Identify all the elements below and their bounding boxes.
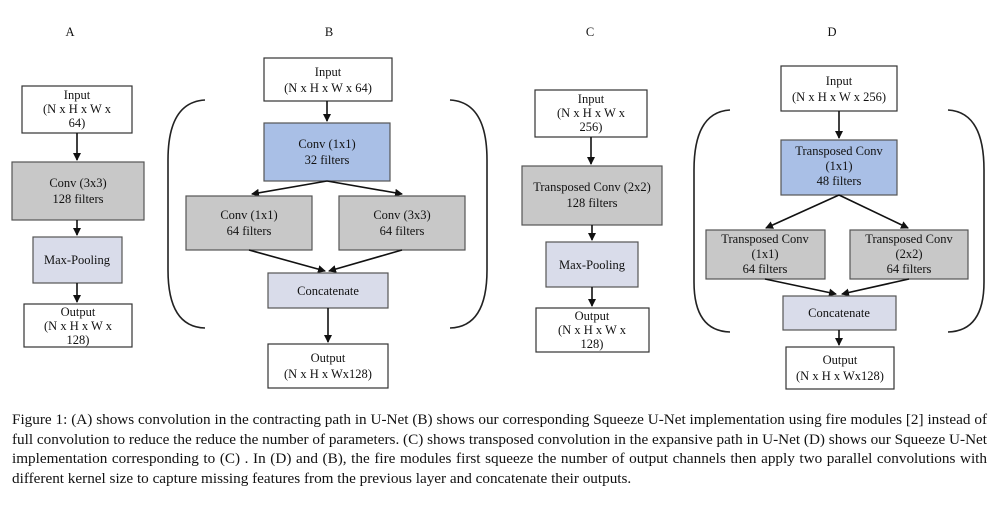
d-arrow-squeeze-right <box>838 194 909 229</box>
d-input-line-1: Input <box>826 74 853 88</box>
b-right-conv-line-2: 64 filters <box>380 224 425 238</box>
d-left-tconv-line-3: 64 filters <box>743 262 788 276</box>
c-pool-line-1: Max-Pooling <box>559 258 626 272</box>
b-input-line-1: Input <box>315 65 342 79</box>
b-concat-line-1: Concatenate <box>297 284 359 298</box>
a-output-box: Output (N x H x W x 128) <box>23 303 133 348</box>
panel-label-a: A <box>65 25 74 39</box>
figure-caption: Figure 1: (A) shows convolution in the c… <box>12 411 987 487</box>
d-fire-module-right-bracket <box>947 109 985 333</box>
d-right-tconv-line-1: Transposed Conv <box>865 232 953 246</box>
a-input-line-1: Input <box>64 88 91 102</box>
d-right-tconv-box: Transposed Conv (2x2) 64 filters <box>849 229 969 280</box>
b-output-line-1: Output <box>311 351 346 365</box>
c-pool-box: Max-Pooling <box>545 241 639 288</box>
b-fire-module-left-bracket <box>167 99 206 329</box>
d-left-tconv-line-1: Transposed Conv <box>721 232 809 246</box>
d-input-box: Input (N x H x W x 256) <box>780 65 898 112</box>
b-input-line-2: (N x H x W x 64) <box>284 81 372 95</box>
panel-label-b: B <box>325 25 333 39</box>
d-input-line-2: (N x H x W x 256) <box>792 90 886 104</box>
d-output-line-1: Output <box>823 353 858 367</box>
d-fire-module-left-bracket <box>693 109 731 333</box>
b-arrow-right-concat <box>328 249 403 273</box>
b-right-conv-line-1: Conv (3x3) <box>373 208 430 222</box>
b-squeeze-box: Conv (1x1) 32 filters <box>263 122 391 182</box>
b-fire-module-right-bracket <box>449 99 488 329</box>
b-output-line-2: (N x H x Wx128) <box>284 367 372 381</box>
d-arrow-squeeze-left <box>765 194 840 229</box>
c-output-line-3: 128) <box>581 337 604 351</box>
panel-a: Input (N x H x W x 64) Conv (3x3) 128 fi… <box>11 85 145 348</box>
d-squeeze-line-3: 48 filters <box>817 174 862 188</box>
a-conv-box: Conv (3x3) 128 filters <box>11 161 145 221</box>
panel-d: Input (N x H x W x 256) Transposed Conv … <box>693 65 985 390</box>
c-output-line-2: (N x H x W x <box>558 323 627 337</box>
a-output-line-2: (N x H x W x <box>44 319 113 333</box>
d-output-line-2: (N x H x Wx128) <box>796 369 884 383</box>
b-left-conv-line-2: 64 filters <box>227 224 272 238</box>
d-arrow-left-concat <box>764 278 837 297</box>
d-squeeze-line-2: (1x1) <box>825 159 852 173</box>
panel-label-c: C <box>586 25 594 39</box>
a-input-box: Input (N x H x W x 64) <box>21 85 133 134</box>
b-squeeze-line-2: 32 filters <box>305 153 350 167</box>
a-input-line-3: 64) <box>69 116 86 130</box>
a-input-line-2: (N x H x W x <box>43 102 112 116</box>
b-arrow-squeeze-left <box>251 180 328 197</box>
c-input-line-3: 256) <box>580 120 603 134</box>
d-concat-box: Concatenate <box>782 295 897 331</box>
d-arrow-right-concat <box>841 278 910 297</box>
a-output-line-1: Output <box>61 305 96 319</box>
c-tconv-box: Transposed Conv (2x2) 128 filters <box>521 165 663 226</box>
b-output-box: Output (N x H x Wx128) <box>267 343 389 389</box>
d-squeeze-box: Transposed Conv (1x1) 48 filters <box>780 139 898 196</box>
b-squeeze-line-1: Conv (1x1) <box>298 137 355 151</box>
b-concat-box: Concatenate <box>267 272 389 309</box>
c-input-line-2: (N x H x W x <box>557 106 626 120</box>
b-right-conv-box: Conv (3x3) 64 filters <box>338 195 466 251</box>
d-left-tconv-box: Transposed Conv (1x1) 64 filters <box>705 229 826 280</box>
d-left-tconv-line-2: (1x1) <box>751 247 778 261</box>
a-conv-line-1: Conv (3x3) <box>49 176 106 190</box>
d-squeeze-line-1: Transposed Conv <box>795 144 883 158</box>
d-right-tconv-line-2: (2x2) <box>895 247 922 261</box>
a-pool-box: Max-Pooling <box>32 236 123 284</box>
a-output-line-3: 128) <box>67 333 90 347</box>
b-left-conv-line-1: Conv (1x1) <box>220 208 277 222</box>
b-left-conv-box: Conv (1x1) 64 filters <box>185 195 313 251</box>
panel-label-d: D <box>827 25 836 39</box>
b-arrow-squeeze-right <box>326 180 403 197</box>
panel-c: Input (N x H x W x 256) Transposed Conv … <box>521 89 663 353</box>
c-tconv-line-2: 128 filters <box>566 196 617 210</box>
d-output-box: Output (N x H x Wx128) <box>785 346 895 390</box>
c-output-box: Output (N x H x W x 128) <box>535 307 650 353</box>
c-input-box: Input (N x H x W x 256) <box>534 89 648 138</box>
figure-diagram: A B C D Input (N x H x W x 64) Conv (3x3… <box>11 25 985 390</box>
d-right-tconv-line-3: 64 filters <box>887 262 932 276</box>
b-input-box: Input (N x H x W x 64) <box>263 57 393 102</box>
c-output-line-1: Output <box>575 309 610 323</box>
d-concat-line-1: Concatenate <box>808 306 870 320</box>
c-tconv-line-1: Transposed Conv (2x2) <box>533 180 651 194</box>
b-arrow-left-concat <box>248 249 326 273</box>
c-input-line-1: Input <box>578 92 605 106</box>
a-conv-line-2: 128 filters <box>52 192 103 206</box>
a-pool-line-1: Max-Pooling <box>44 253 111 267</box>
panel-b: Input (N x H x W x 64) Conv (1x1) 32 fil… <box>167 57 488 389</box>
